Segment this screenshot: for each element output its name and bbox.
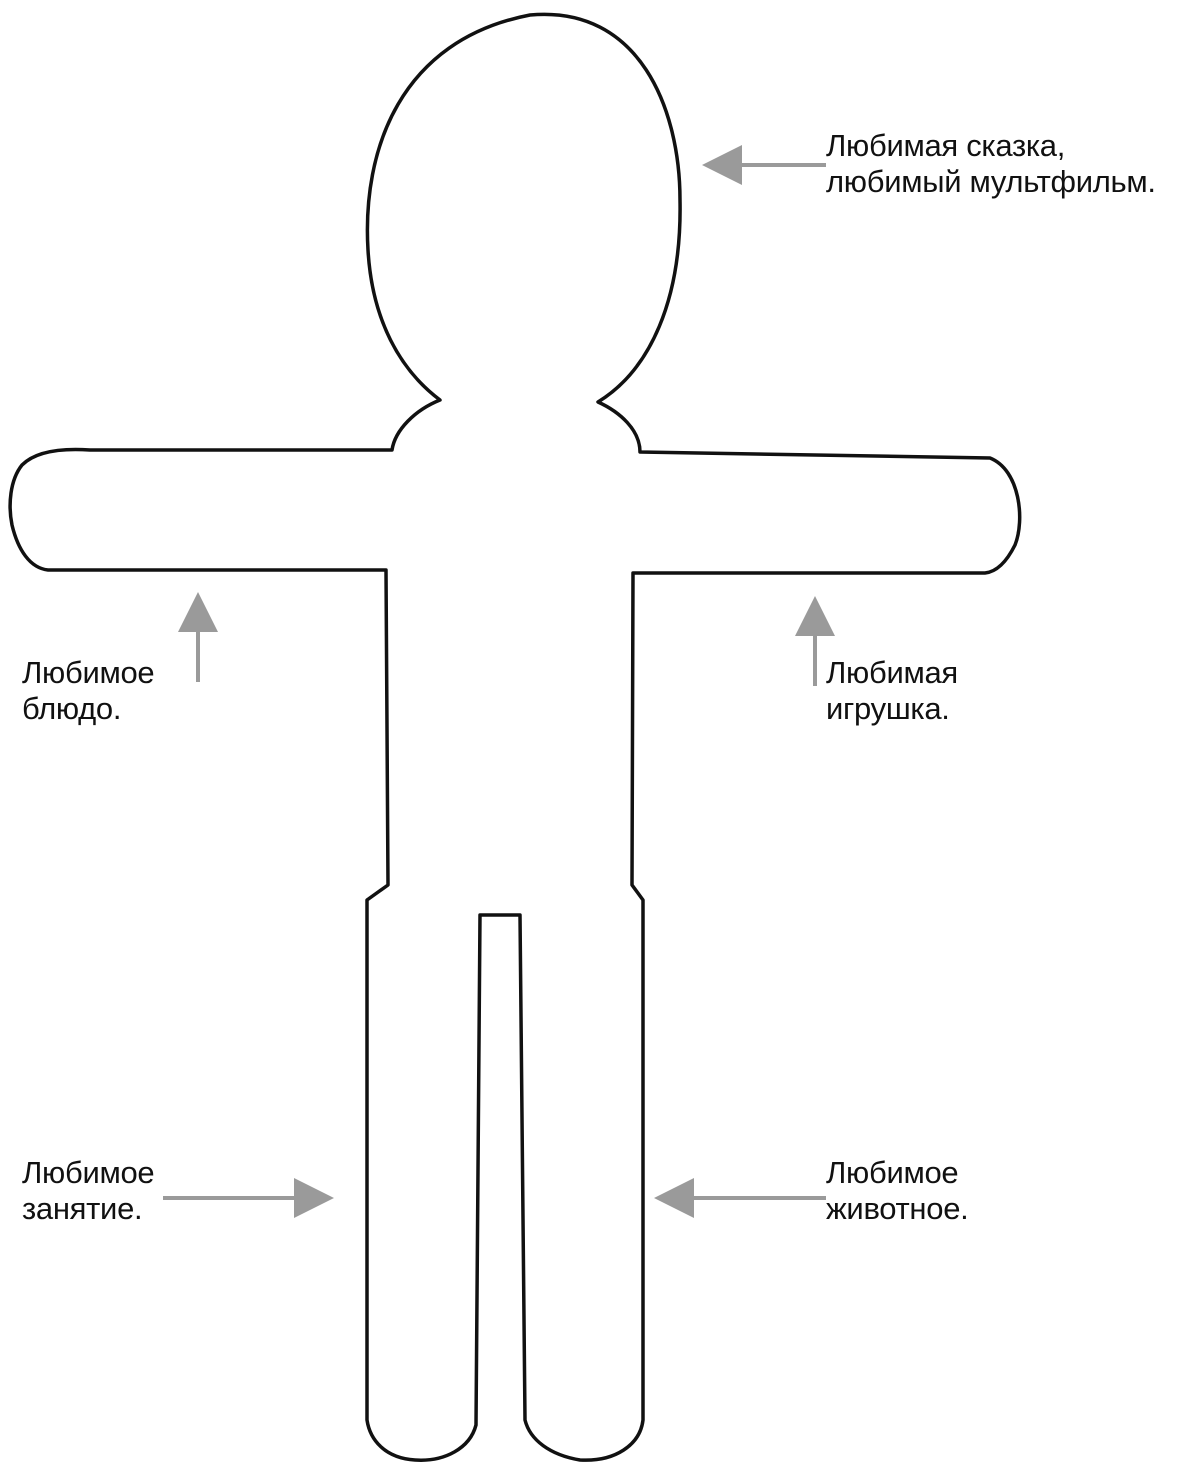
label-line: Любимое: [22, 655, 154, 691]
label-favorite-fairytale: Любимая сказка, любимый мультфильм.: [826, 128, 1156, 200]
label-line: животное.: [826, 1191, 968, 1227]
label-line: Любимое: [22, 1155, 154, 1191]
label-favorite-dish: Любимое блюдо.: [22, 655, 154, 727]
label-line: игрушка.: [826, 691, 958, 727]
label-line: Любимое: [826, 1155, 968, 1191]
label-line: занятие.: [22, 1191, 154, 1227]
label-line: любимый мультфильм.: [826, 164, 1156, 200]
label-favorite-animal: Любимое животное.: [826, 1155, 968, 1227]
label-line: Любимая: [826, 655, 958, 691]
body-outline: [10, 14, 1020, 1460]
label-line: блюдо.: [22, 691, 154, 727]
label-line: Любимая сказка,: [826, 128, 1156, 164]
label-favorite-activity: Любимое занятие.: [22, 1155, 154, 1227]
label-favorite-toy: Любимая игрушка.: [826, 655, 958, 727]
